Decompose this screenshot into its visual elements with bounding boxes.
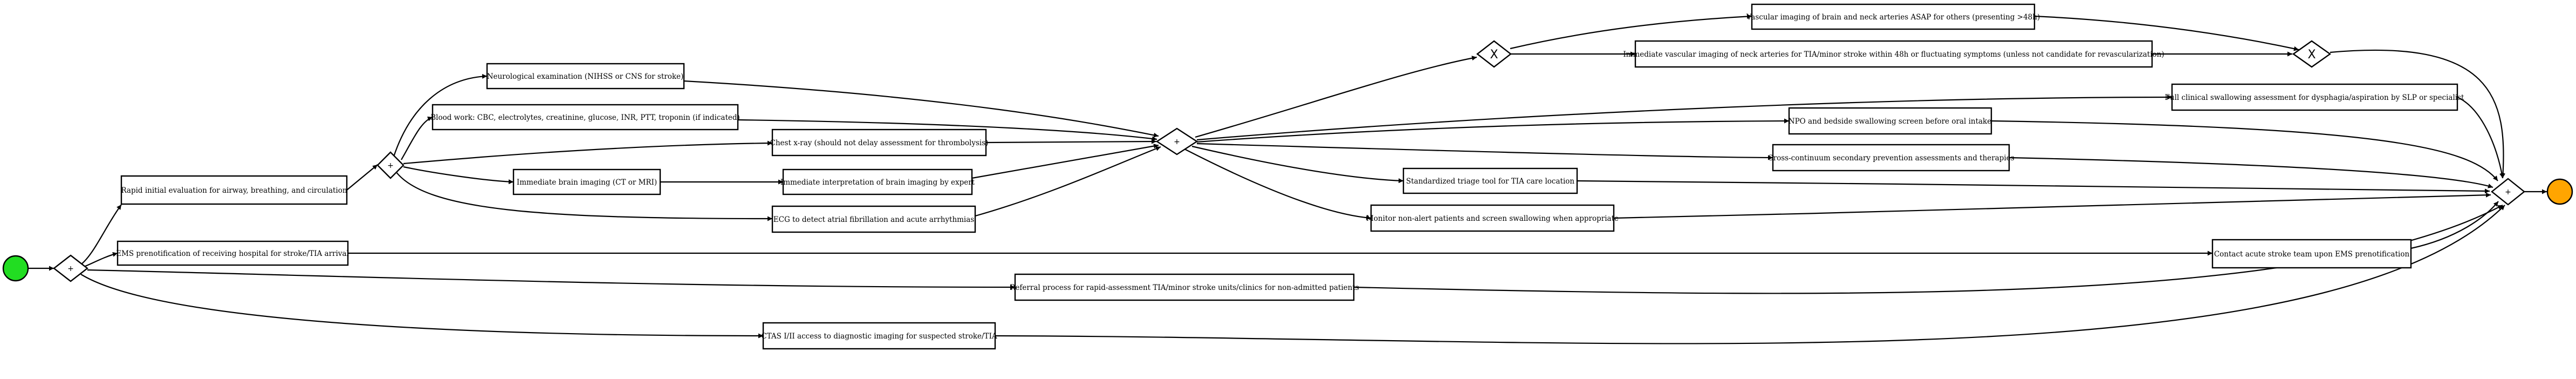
edge-swallowfull-gend xyxy=(2457,96,2504,179)
svg-text:Cross-continuum secondary prev: Cross-continuum secondary prevention ass… xyxy=(1767,154,2014,163)
task-contact-stroke-team[interactable]: Contact acute stroke team upon EMS preno… xyxy=(2211,239,2412,269)
edge-g3-swallowfull xyxy=(1196,94,2173,141)
svg-text:Referral process for rapid-ass: Referral process for rapid-assessment TI… xyxy=(1010,283,1359,292)
edge-g3-cross xyxy=(1196,143,1773,160)
task-ems-prenotification[interactable]: EMS prenotification of receiving hospita… xyxy=(116,240,349,266)
edge-interp-g3 xyxy=(971,144,1159,179)
edge-g2-brainimg xyxy=(403,166,514,185)
end-event[interactable] xyxy=(2546,178,2573,205)
gateway-parallel-start[interactable]: + xyxy=(53,254,88,282)
edge-g3-x1 xyxy=(1195,56,1477,138)
edge-g2-blood xyxy=(401,116,433,160)
svg-text:+: + xyxy=(387,161,394,170)
edge-g1-referral xyxy=(87,269,1016,290)
gateway-exclusive-vascular-split[interactable]: X xyxy=(1476,40,1512,68)
svg-text:Immediate vascular imaging of: Immediate vascular imaging of neck arter… xyxy=(1623,50,2164,59)
svg-text:+: + xyxy=(1174,138,1180,146)
svg-text:X: X xyxy=(1490,48,1498,62)
svg-text:Contact acute stroke team upon: Contact acute stroke team upon EMS preno… xyxy=(2214,250,2410,259)
task-rapid-evaluation[interactable]: Rapid initial evaluation for airway, bre… xyxy=(120,175,348,205)
edge-contact-gend xyxy=(2410,201,2499,249)
edge-blood-g3 xyxy=(737,119,1157,141)
task-full-swallowing-assessment[interactable]: Full clinical swallowing assessment for … xyxy=(2165,83,2465,111)
gateway-exclusive-vascular-merge[interactable]: X xyxy=(2292,40,2332,68)
svg-text:ECG to detect atrial fibrillat: ECG to detect atrial fibrillation and ac… xyxy=(773,215,975,224)
svg-text:Standardized triage tool for T: Standardized triage tool for TIA care lo… xyxy=(1406,177,1575,186)
svg-text:Vascular imaging of brain and: Vascular imaging of brain and neck arter… xyxy=(1746,13,2040,22)
edge-g2-neuro xyxy=(393,73,488,157)
edge-cross-gend xyxy=(2009,157,2493,188)
edge-g3-triage xyxy=(1191,145,1404,184)
svg-text:Blood work: CBC, electrolytes,: Blood work: CBC, electrolytes, creatinin… xyxy=(430,113,740,122)
edges xyxy=(29,13,2547,344)
task-ctas-imaging-access[interactable]: CTAS I/II access to diagnostic imaging f… xyxy=(761,322,997,350)
edge-vascularasap-x2 xyxy=(2034,15,2299,51)
svg-text:+: + xyxy=(2505,188,2511,197)
svg-text:CTAS I/II access to diagnostic: CTAS I/II access to diagnostic imaging f… xyxy=(761,332,997,341)
edge-npo-gend xyxy=(1991,120,2498,181)
svg-text:EMS prenotification of receivi: EMS prenotification of receiving hospita… xyxy=(116,249,349,258)
svg-text:Neurological examination (NIHS: Neurological examination (NIHSS or CNS f… xyxy=(487,72,684,81)
svg-text:NPO and bedside swallowing scr: NPO and bedside swallowing screen before… xyxy=(1789,117,1991,126)
edge-g1-ems xyxy=(85,252,118,267)
edge-chest-g3 xyxy=(985,139,1157,144)
task-neurological-exam[interactable]: Neurological examination (NIHSS or CNS f… xyxy=(486,63,685,90)
gateway-parallel-end[interactable]: + xyxy=(2491,178,2525,206)
edge-ecg-g3 xyxy=(975,146,1161,217)
task-npo-swallowing-screen[interactable]: NPO and bedside swallowing screen before… xyxy=(1789,107,1992,135)
svg-text:Monitor non-alert patients and: Monitor non-alert patients and screen sw… xyxy=(1366,214,1619,223)
task-blood-work[interactable]: Blood work: CBC, electrolytes, creatinin… xyxy=(430,104,740,131)
task-imaging-interpretation[interactable]: Immediate interpretation of brain imagin… xyxy=(780,168,975,195)
edge-triage-gend xyxy=(1577,180,2490,194)
svg-text:Immediate interpretation of br: Immediate interpretation of brain imagin… xyxy=(780,178,975,187)
gateway-parallel-join-diagnostics[interactable]: + xyxy=(1155,127,1198,155)
svg-text:X: X xyxy=(2307,48,2315,62)
edge-g3-monitor xyxy=(1184,148,1372,220)
task-referral-process[interactable]: Referral process for rapid-assessment TI… xyxy=(1010,273,1359,301)
edge-monitor-gend xyxy=(1613,192,2491,219)
task-chest-xray[interactable]: Chest x-ray (should not delay assessment… xyxy=(770,128,989,157)
task-secondary-prevention[interactable]: Cross-continuum secondary prevention ass… xyxy=(1767,144,2015,172)
task-vascular-imaging-asap[interactable]: Vascular imaging of brain and neck arter… xyxy=(1746,3,2040,30)
edge-g1-ctas xyxy=(80,274,764,339)
edge-neuro-g3 xyxy=(683,80,1159,138)
task-ecg[interactable]: ECG to detect atrial fibrillation and ac… xyxy=(771,205,976,233)
gateway-parallel-assessment[interactable]: + xyxy=(376,151,405,179)
edge-ctas-gend xyxy=(995,205,2505,344)
edge-g2-ecg xyxy=(395,171,773,221)
edge-rapid-g2 xyxy=(346,164,378,191)
task-brain-imaging[interactable]: Immediate brain imaging (CT or MRI) xyxy=(512,168,661,195)
task-monitor-non-alert[interactable]: Monitor non-alert patients and screen sw… xyxy=(1366,204,1619,232)
svg-text:Full clinical swallowing asses: Full clinical swallowing assessment for … xyxy=(2165,93,2465,102)
svg-text:Immediate brain imaging (CT or: Immediate brain imaging (CT or MRI) xyxy=(517,178,657,187)
edge-x2-gend xyxy=(2330,49,2506,179)
svg-text:+: + xyxy=(67,265,74,273)
svg-text:Chest x-ray (should not delay: Chest x-ray (should not delay assessment… xyxy=(770,139,989,147)
edge-g2-chest xyxy=(403,140,773,165)
task-vascular-imaging-immediate[interactable]: Immediate vascular imaging of neck arter… xyxy=(1623,40,2164,68)
svg-text:Rapid initial evaluation for a: Rapid initial evaluation for airway, bre… xyxy=(121,186,347,195)
edge-g3-npo xyxy=(1196,118,1790,143)
task-triage-tool[interactable]: Standardized triage tool for TIA care lo… xyxy=(1402,167,1578,194)
edge-g1-rapid xyxy=(80,204,122,265)
edge-x1-vascularasap xyxy=(1510,13,1752,50)
start-event[interactable] xyxy=(2,255,29,282)
